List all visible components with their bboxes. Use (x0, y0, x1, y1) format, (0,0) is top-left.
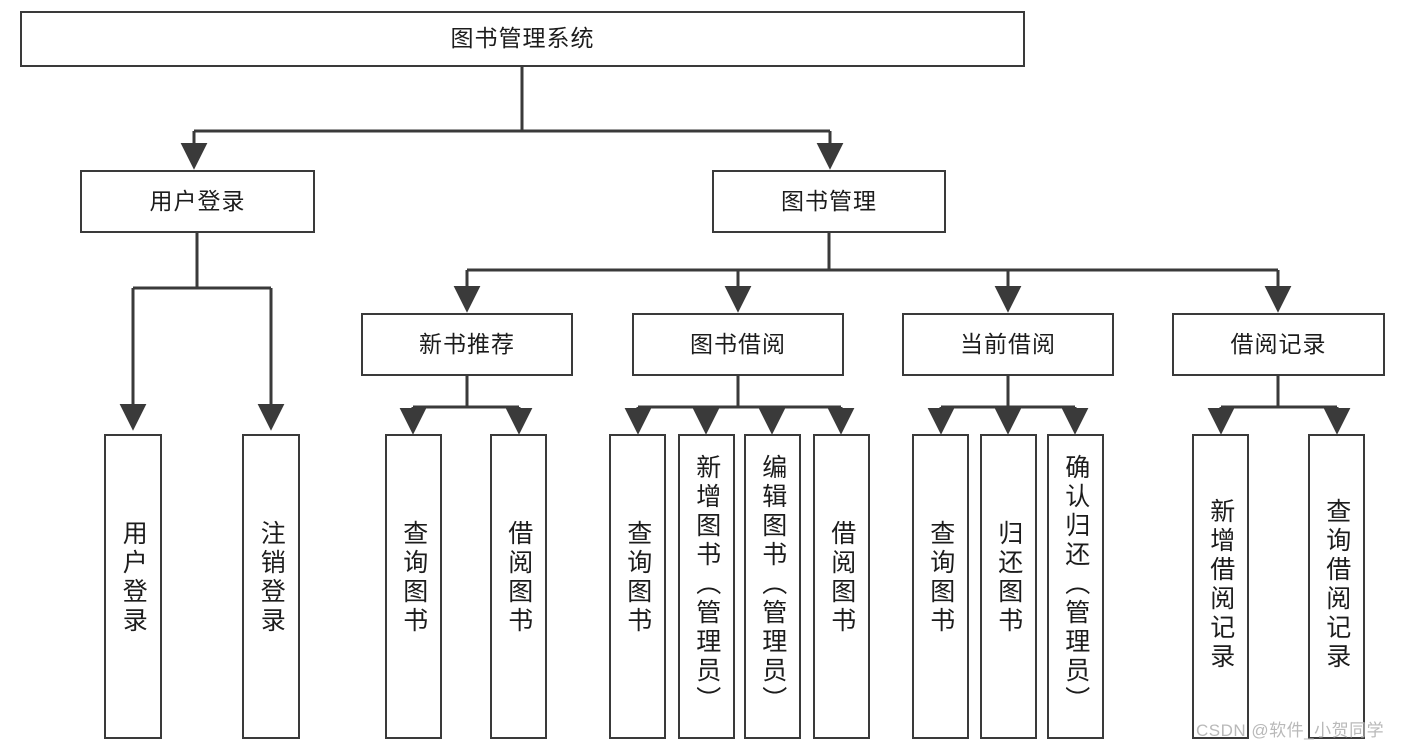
node-label: 确认归还（管理员） (1061, 454, 1090, 715)
node-label: 注销登录 (257, 520, 286, 636)
node-current-borrow[interactable]: 当前借阅 (902, 313, 1114, 376)
leaf-book-borrow-edit-book-admin[interactable]: 编辑图书（管理员） (744, 434, 801, 739)
node-label: 图书管理系统 (450, 25, 595, 52)
node-label: 借阅记录 (1230, 330, 1327, 357)
leaf-current-borrow-confirm-return-admin[interactable]: 确认归还（管理员） (1047, 434, 1104, 739)
node-book-management[interactable]: 图书管理 (712, 170, 946, 233)
leaf-new-book-borrow-book[interactable]: 借阅图书 (490, 434, 547, 739)
node-label: 查询借阅记录 (1322, 498, 1351, 672)
leaf-current-borrow-return-book[interactable]: 归还图书 (980, 434, 1037, 739)
node-root-book-management-system[interactable]: 图书管理系统 (20, 11, 1025, 67)
node-label: 查询图书 (926, 520, 955, 636)
node-new-book-recommend[interactable]: 新书推荐 (361, 313, 573, 376)
node-book-borrow[interactable]: 图书借阅 (632, 313, 844, 376)
node-label: 借阅图书 (504, 520, 533, 636)
node-borrow-record[interactable]: 借阅记录 (1172, 313, 1385, 376)
leaf-current-borrow-query-book[interactable]: 查询图书 (912, 434, 969, 739)
leaf-borrow-record-add-record[interactable]: 新增借阅记录 (1192, 434, 1249, 739)
leaf-user-login-logout[interactable]: 注销登录 (242, 434, 300, 739)
node-label: 查询图书 (399, 520, 428, 636)
node-label: 新书推荐 (419, 330, 515, 357)
leaf-book-borrow-query-book[interactable]: 查询图书 (609, 434, 666, 739)
node-label: 图书借阅 (690, 330, 786, 357)
leaf-book-borrow-add-book-admin[interactable]: 新增图书（管理员） (678, 434, 735, 739)
node-label: 编辑图书（管理员） (758, 454, 787, 715)
node-label: 查询图书 (623, 520, 652, 636)
node-user-login[interactable]: 用户登录 (80, 170, 315, 233)
leaf-borrow-record-query-record[interactable]: 查询借阅记录 (1308, 434, 1365, 739)
node-label: 新增图书（管理员） (692, 454, 721, 715)
node-label: 当前借阅 (960, 330, 1056, 357)
node-label: 新增借阅记录 (1206, 498, 1235, 672)
leaf-book-borrow-borrow-book[interactable]: 借阅图书 (813, 434, 870, 739)
node-label: 图书管理 (781, 187, 877, 214)
leaf-new-book-query-book[interactable]: 查询图书 (385, 434, 442, 739)
csdn-watermark: CSDN @软件_小贺同学 (1196, 721, 1385, 740)
node-label: 用户登录 (119, 520, 148, 636)
leaf-user-login-login[interactable]: 用户登录 (104, 434, 162, 739)
node-label: 用户登录 (149, 187, 246, 214)
node-label: 归还图书 (994, 520, 1023, 636)
node-label: 借阅图书 (827, 520, 856, 636)
